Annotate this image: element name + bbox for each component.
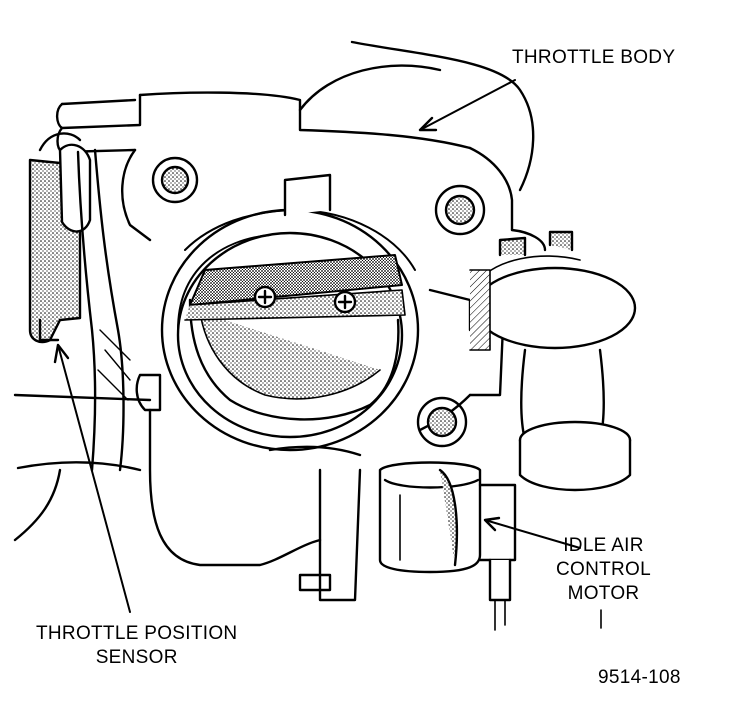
figure-number-text: 9514-108: [598, 667, 681, 688]
throttle-bore: [160, 173, 420, 452]
throttle-linkage: [148, 408, 362, 602]
air-hose-elbow: [469, 230, 637, 492]
label-throttle-body-text: THROTTLE BODY: [512, 47, 676, 68]
vacuum-line: [13, 393, 152, 542]
figure-number: 9514-108: [598, 666, 681, 690]
idle-air-control-motor: [378, 461, 517, 631]
throttle-position-sensor: [28, 132, 131, 472]
label-iac-line1: IDLE AIR: [563, 535, 644, 556]
leader-lines: [53, 79, 602, 629]
label-tps-line2: SENSOR: [95, 647, 178, 668]
label-tps-line1: THROTTLE POSITION: [36, 623, 238, 644]
label-throttle-body: THROTTLE BODY: [512, 46, 675, 70]
label-iac-line2: CONTROL: [556, 559, 651, 580]
label-iac-line3: MOTOR: [567, 583, 640, 604]
mounting-bolts: [135, 156, 486, 448]
label-throttle-position-sensor: THROTTLE POSITION SENSOR: [36, 622, 237, 670]
throttle-body-housing: [55, 91, 547, 432]
intake-plenum: [298, 40, 535, 192]
label-idle-air-control-motor: IDLE AIR CONTROL MOTOR: [556, 534, 651, 606]
